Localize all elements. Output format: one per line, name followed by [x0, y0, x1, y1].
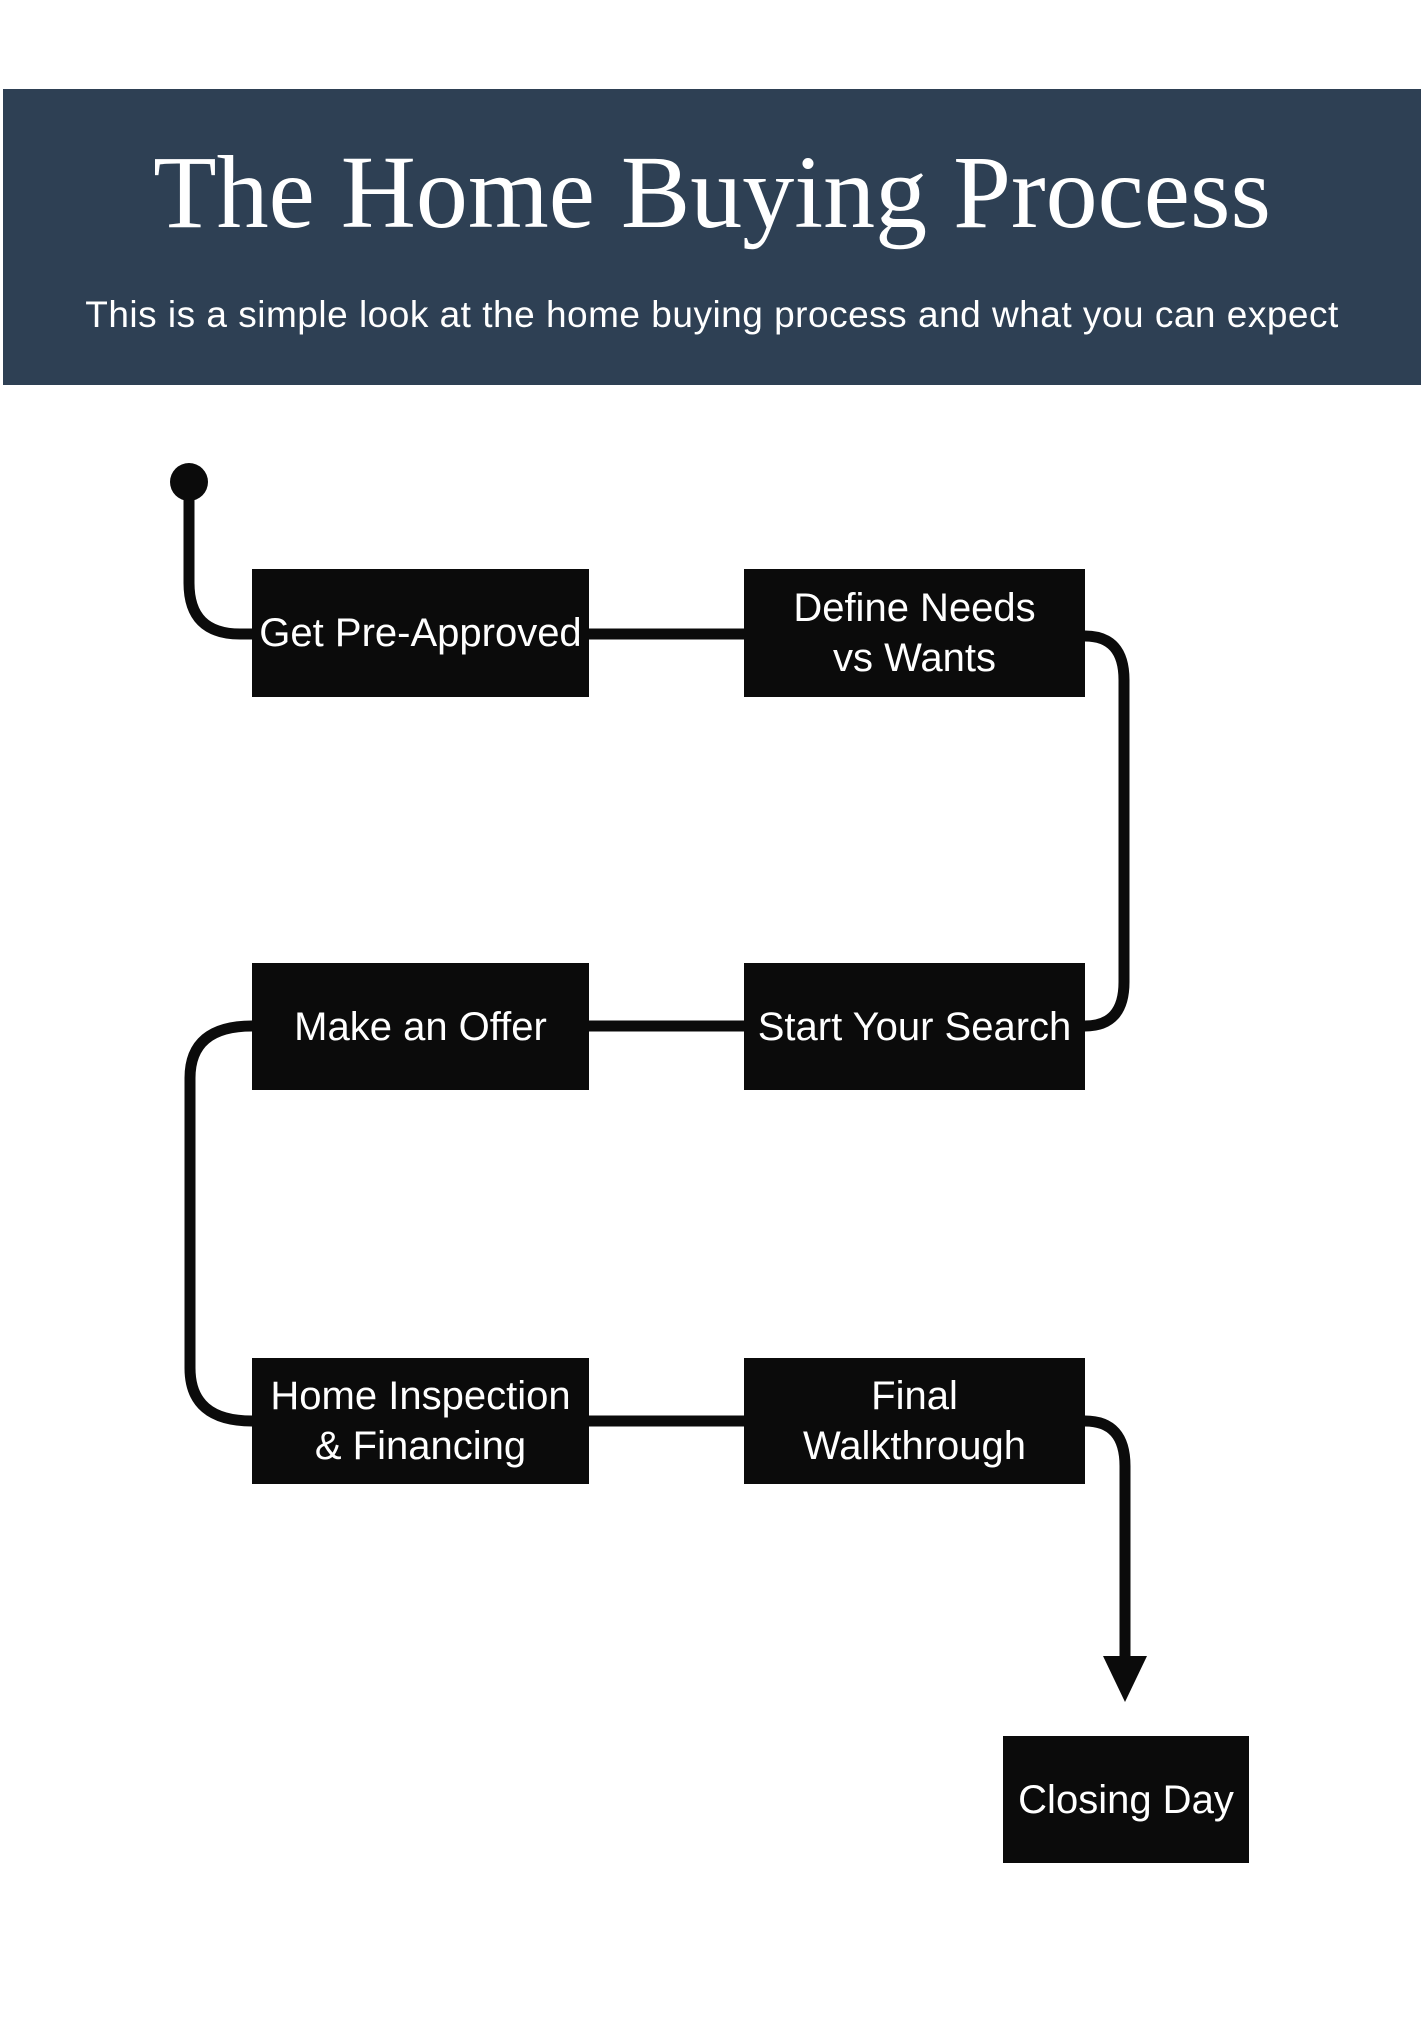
- step-label: Get Pre-Approved: [259, 611, 582, 655]
- page-title: The Home Buying Process: [153, 135, 1271, 250]
- step-box-start-your-search: Start Your Search: [744, 963, 1085, 1090]
- step-box-define-needs-vs-wants: Define Needs vs Wants: [744, 569, 1085, 697]
- header-band: The Home Buying Process This is a simple…: [3, 89, 1421, 385]
- arrow-down-head-icon: [1103, 1656, 1147, 1702]
- step-box-make-an-offer: Make an Offer: [252, 963, 589, 1090]
- flow-start-dot: [170, 463, 208, 501]
- step-label: Define Needs vs Wants: [793, 586, 1036, 680]
- step-box-closing-day: Closing Day: [1003, 1736, 1249, 1863]
- step-box-get-pre-approved: Get Pre-Approved: [252, 569, 589, 697]
- connector-step6-to-step7: [1079, 1415, 1131, 1666]
- step-box-home-inspection-financing: Home Inspection & Financing: [252, 1358, 589, 1484]
- step-label: Make an Offer: [294, 1004, 547, 1049]
- step-box-final-walkthrough: Final Walkthrough: [744, 1358, 1085, 1484]
- step-label: Final Walkthrough: [802, 1374, 1027, 1468]
- connector-step4-to-step5: [184, 1020, 258, 1427]
- step-label: Home Inspection & Financing: [270, 1374, 571, 1468]
- step-label: Closing Day: [1018, 1777, 1234, 1822]
- connector-step2-to-step3: [1079, 630, 1130, 1032]
- page-subtitle: This is a simple look at the home buying…: [85, 294, 1339, 335]
- connector-start-to-step1: [183, 477, 258, 640]
- step-label: Start Your Search: [757, 1004, 1072, 1049]
